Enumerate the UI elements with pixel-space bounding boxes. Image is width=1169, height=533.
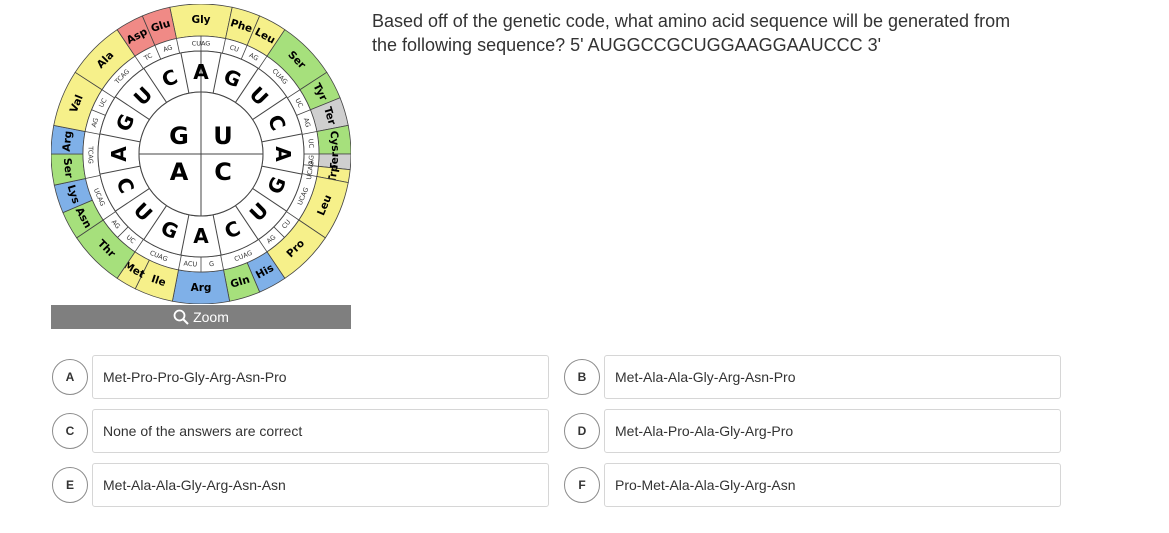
option-a-text: Met-Pro-Pro-Gly-Arg-Asn-Pro: [103, 369, 287, 385]
third-base-label: UC: [97, 97, 109, 109]
third-base-label: AG: [307, 155, 315, 165]
second-base-divider: [99, 133, 141, 143]
third-base-divider: [102, 211, 116, 221]
second-base-divider: [252, 188, 287, 212]
first-base-label: U: [213, 122, 233, 150]
option-b-text: Met-Ala-Ala-Gly-Arg-Asn-Pro: [615, 369, 796, 385]
option-e-letter[interactable]: E: [52, 467, 88, 503]
aa-label-arg: Arg: [191, 282, 212, 294]
second-base-divider: [261, 133, 303, 143]
third-base-label: UCAG: [305, 161, 316, 181]
second-base-divider: [235, 205, 259, 240]
first-base-label: C: [214, 158, 232, 186]
third-base-label: CUAG: [192, 40, 211, 48]
aa-label-lys: Lys: [65, 183, 82, 205]
third-base-label: CU: [229, 43, 241, 53]
question-text: Based off of the genetic code, what amin…: [372, 9, 1132, 57]
third-base-label: AG: [90, 117, 100, 128]
aa-label-glu: Glu: [150, 18, 172, 35]
zoom-label: Zoom: [193, 309, 229, 325]
option-a-letter[interactable]: A: [52, 359, 88, 395]
third-base-divider: [240, 45, 248, 60]
third-base-label: AG: [248, 51, 260, 63]
third-base-label: G: [209, 260, 215, 268]
third-base-divider: [134, 239, 144, 253]
third-base-divider: [287, 89, 301, 99]
aa-label-cys: Cys: [327, 130, 341, 152]
third-base-divider: [85, 175, 101, 179]
third-base-divider: [117, 226, 129, 238]
aa-label-ter: Ter: [328, 151, 341, 170]
third-base-label: UC: [293, 97, 305, 109]
second-base-label: A: [271, 146, 295, 162]
option-d-text: Met-Ala-Pro-Ala-Gly-Arg-Pro: [615, 423, 794, 439]
third-base-label: AG: [302, 117, 312, 128]
second-base-divider: [115, 96, 150, 120]
second-base-label: A: [193, 60, 209, 84]
third-base-divider: [258, 239, 268, 253]
third-base-label: TCAG: [86, 145, 94, 164]
second-base-divider: [261, 165, 303, 175]
option-f-text: Pro-Met-Ala-Ala-Gly-Arg-Asn: [615, 477, 796, 493]
second-base-divider: [115, 188, 150, 212]
second-base-divider: [180, 214, 190, 256]
option-b-letter[interactable]: B: [564, 359, 600, 395]
zoom-button[interactable]: Zoom: [51, 305, 351, 329]
option-a[interactable]: Met-Pro-Pro-Gly-Arg-Asn-Pro: [92, 355, 549, 399]
second-base-divider: [212, 214, 222, 256]
second-base-divider: [143, 205, 167, 240]
question-line-1: Based off of the genetic code, what amin…: [372, 11, 1011, 31]
third-base-label: ACU: [183, 259, 198, 268]
option-c-text: None of the answers are correct: [103, 423, 303, 439]
third-base-divider: [134, 55, 144, 69]
second-base-divider: [235, 68, 259, 103]
aa-label-ser: Ser: [61, 157, 75, 179]
third-base-divider: [154, 45, 162, 60]
question-line-2: the following sequence? 5' AUGGCCGCUGGAA…: [372, 35, 882, 55]
first-base-label: A: [170, 158, 189, 186]
third-base-divider: [176, 38, 180, 54]
third-base-divider: [85, 131, 100, 135]
third-base-label: TC: [142, 51, 154, 63]
third-base-divider: [303, 164, 319, 167]
option-f-letter[interactable]: F: [564, 467, 600, 503]
third-base-divider: [286, 211, 300, 221]
option-d-letter[interactable]: D: [564, 413, 600, 449]
third-base-label: UC: [307, 138, 316, 148]
second-base-label: A: [107, 146, 131, 162]
third-base-divider: [101, 89, 115, 99]
magnifier-icon: [173, 309, 189, 325]
option-c-letter[interactable]: C: [52, 413, 88, 449]
second-base-label: A: [193, 224, 209, 248]
second-base-divider: [143, 68, 167, 103]
aa-label-gln: Gln: [229, 274, 251, 291]
option-e[interactable]: Met-Ala-Ala-Gly-Arg-Asn-Asn: [92, 463, 549, 507]
third-base-divider: [220, 255, 224, 270]
option-e-text: Met-Ala-Ala-Gly-Arg-Asn-Asn: [103, 477, 286, 493]
third-base-divider: [258, 55, 268, 69]
option-b[interactable]: Met-Ala-Ala-Gly-Arg-Asn-Pro: [604, 355, 1061, 399]
third-base-divider: [302, 173, 317, 177]
second-base-divider: [180, 52, 190, 94]
option-c[interactable]: None of the answers are correct: [92, 409, 549, 453]
third-base-divider: [273, 226, 285, 238]
second-base-divider: [99, 165, 141, 175]
aa-label-gly: Gly: [191, 14, 210, 26]
third-base-label: AG: [162, 43, 173, 53]
aa-label-ter: Ter: [321, 106, 338, 128]
second-base-divider: [252, 96, 287, 120]
third-base-divider: [296, 109, 311, 116]
first-base-label: G: [169, 122, 189, 150]
third-base-divider: [91, 109, 106, 116]
third-base-divider: [302, 131, 317, 135]
second-base-divider: [212, 52, 222, 94]
third-base-divider: [178, 255, 182, 270]
third-base-divider: [222, 38, 226, 54]
aa-label-ile: Ile: [150, 273, 168, 289]
aa-label-arg: Arg: [61, 130, 75, 152]
option-d[interactable]: Met-Ala-Pro-Ala-Gly-Arg-Pro: [604, 409, 1061, 453]
option-f[interactable]: Pro-Met-Ala-Ala-Gly-Arg-Asn: [604, 463, 1061, 507]
